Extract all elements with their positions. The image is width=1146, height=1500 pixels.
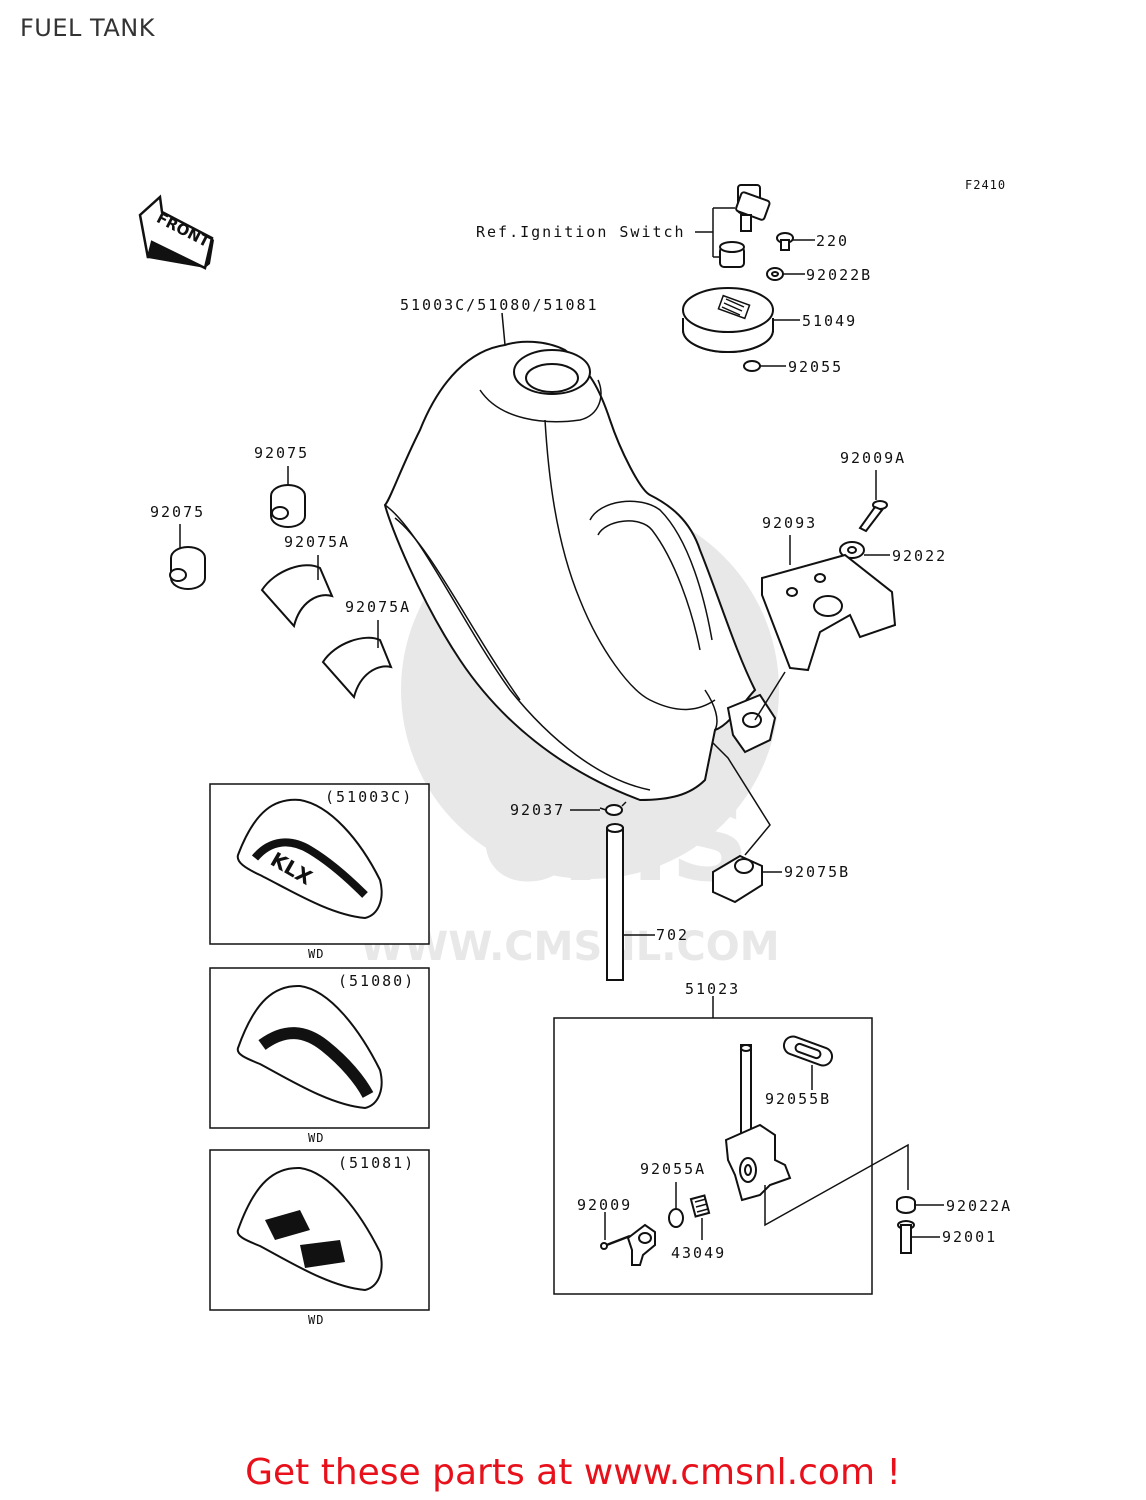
callout-92022b: 92022B bbox=[806, 266, 872, 284]
bolt-icon bbox=[897, 1220, 915, 1254]
variant-panel-51003c: (51003C) KLX WD bbox=[209, 783, 430, 961]
callout-92001: 92001 bbox=[942, 1228, 997, 1246]
variant-color: WD bbox=[308, 947, 324, 961]
footer-parts-link[interactable]: Get these parts at www.cmsnl.com ! bbox=[245, 1452, 901, 1493]
variant-panel-51080: (51080) KLX WD bbox=[209, 967, 430, 1145]
screw-icon bbox=[776, 232, 794, 251]
variant-color: WD bbox=[308, 1131, 324, 1145]
variant-color: WD bbox=[308, 1313, 324, 1327]
callout-92022: 92022 bbox=[892, 547, 947, 565]
fuel-hose-icon bbox=[606, 823, 624, 981]
callout-92055b: 92055B bbox=[765, 1090, 831, 1108]
callout-92022a: 92022A bbox=[946, 1197, 1012, 1215]
bracket-plate-icon bbox=[761, 553, 897, 672]
variant-code: (51081) bbox=[338, 1154, 415, 1172]
hose-clamp-icon bbox=[599, 801, 627, 816]
rubber-damper-icon bbox=[169, 546, 206, 590]
o-ring-icon bbox=[668, 1208, 684, 1228]
o-ring-icon bbox=[743, 360, 761, 372]
fuel-cap-icon bbox=[682, 287, 774, 353]
fuel-cock-icon bbox=[724, 1044, 792, 1202]
callout-92009a: 92009A bbox=[840, 449, 906, 467]
callout-92055a: 92055A bbox=[640, 1160, 706, 1178]
callout-92055: 92055 bbox=[788, 358, 843, 376]
washer-icon bbox=[766, 267, 784, 281]
ignition-key-icon bbox=[735, 184, 771, 232]
rubber-damper-icon bbox=[270, 484, 306, 528]
callout-92075-left: 92075 bbox=[150, 503, 205, 521]
callout-92075-top: 92075 bbox=[254, 444, 309, 462]
callout-220: 220 bbox=[816, 232, 849, 250]
fuel-tank-icon bbox=[383, 340, 777, 802]
rubber-damper-icon bbox=[712, 854, 763, 904]
half-damper-icon bbox=[321, 636, 393, 700]
callout-tank: 51003C/51080/51081 bbox=[400, 296, 599, 314]
variant-code: (51003C) bbox=[325, 788, 413, 806]
callout-92075a-1: 92075A bbox=[284, 533, 350, 551]
washer-icon bbox=[839, 541, 865, 559]
variant-panel-51081: (51081) WD bbox=[209, 1149, 430, 1327]
callout-92075b: 92075B bbox=[784, 863, 850, 881]
ref-ignition-switch: Ref.Ignition Switch bbox=[476, 223, 686, 241]
page-title: FUEL TANK bbox=[20, 14, 155, 42]
filter-icon bbox=[689, 1194, 711, 1218]
callout-92093: 92093 bbox=[762, 514, 817, 532]
figure-code: F2410 bbox=[965, 178, 1006, 192]
screw-icon bbox=[600, 1234, 631, 1250]
cock-lever-icon bbox=[626, 1223, 656, 1266]
callout-702: 702 bbox=[656, 926, 689, 944]
gasket-icon bbox=[782, 1035, 834, 1067]
variant-code: (51080) bbox=[338, 972, 415, 990]
front-arrow-icon: FRONT bbox=[138, 194, 214, 270]
half-damper-icon bbox=[260, 564, 334, 629]
callout-92075a-2: 92075A bbox=[345, 598, 411, 616]
lock-cylinder-icon bbox=[719, 241, 745, 268]
bolt-icon bbox=[858, 500, 888, 533]
callout-51049: 51049 bbox=[802, 312, 857, 330]
washer-icon bbox=[896, 1196, 916, 1214]
callout-51023: 51023 bbox=[685, 980, 740, 998]
callout-92009: 92009 bbox=[577, 1196, 632, 1214]
watermark-url: WWW.CMSNL.COM bbox=[360, 924, 780, 970]
callout-43049: 43049 bbox=[671, 1244, 726, 1262]
callout-92037: 92037 bbox=[510, 801, 565, 819]
